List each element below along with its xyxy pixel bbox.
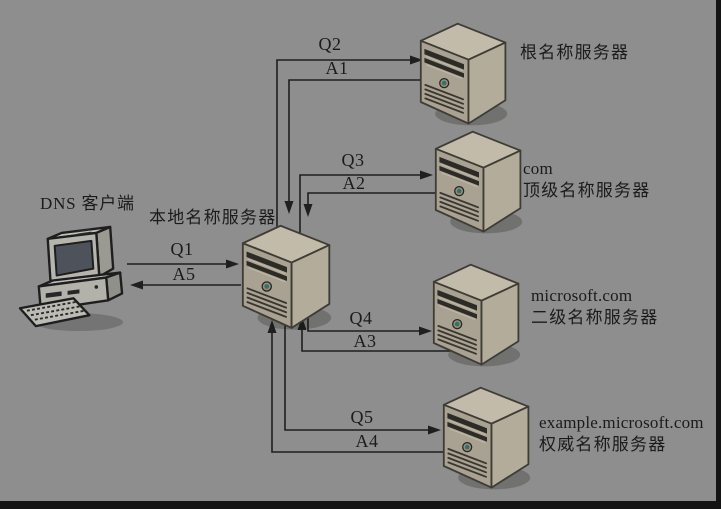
label-a3: A3	[353, 331, 377, 351]
label-a4: A4	[355, 431, 379, 451]
microsoft-com-name-server-icon	[432, 263, 522, 368]
microsoft-com-name-server-label: microsoft.com 二级名称服务器	[531, 285, 658, 329]
label-a2: A2	[342, 173, 366, 193]
dns-client-computer-icon	[18, 225, 125, 333]
label-q4: Q4	[349, 308, 373, 328]
microsoft-com-label-line1: microsoft.com	[531, 286, 633, 305]
label-q5: Q5	[350, 407, 374, 427]
local-name-server-label: 本地名称服务器	[149, 208, 277, 227]
label-a1: A1	[325, 58, 349, 78]
example-authoritative-name-server-label: example.microsoft.com 权威名称服务器	[539, 412, 704, 456]
example-authoritative-name-server-icon	[442, 386, 532, 491]
local-name-server-icon	[241, 224, 333, 331]
label-q1: Q1	[170, 239, 194, 259]
example-label-line2: 权威名称服务器	[539, 435, 667, 454]
dns-client-label: DNS 客户端	[40, 194, 135, 213]
com-tld-label-line2: 顶级名称服务器	[523, 181, 651, 200]
label-a5: A5	[172, 264, 196, 284]
label-q3: Q3	[341, 150, 365, 170]
label-q2: Q2	[318, 34, 342, 54]
arrow-a1	[284, 79, 426, 214]
com-tld-label-line1: com	[523, 159, 553, 178]
arrow-a2	[303, 192, 438, 217]
arrow-q2	[276, 55, 423, 230]
root-name-server-icon	[419, 22, 509, 127]
root-name-server-label: 根名称服务器	[520, 43, 630, 62]
arrow-a5	[130, 280, 241, 290]
arrow-q3	[299, 170, 433, 236]
screen-edge-right	[716, 0, 721, 509]
microsoft-com-label-line2: 二级名称服务器	[531, 308, 659, 327]
screen-edge-bottom	[0, 501, 721, 509]
com-tld-name-server-label: com 顶级名称服务器	[523, 158, 650, 202]
arrow-q5	[284, 310, 441, 435]
example-label-line1: example.microsoft.com	[539, 413, 704, 432]
com-tld-name-server-icon	[434, 130, 524, 235]
arrow-q1	[127, 259, 239, 269]
